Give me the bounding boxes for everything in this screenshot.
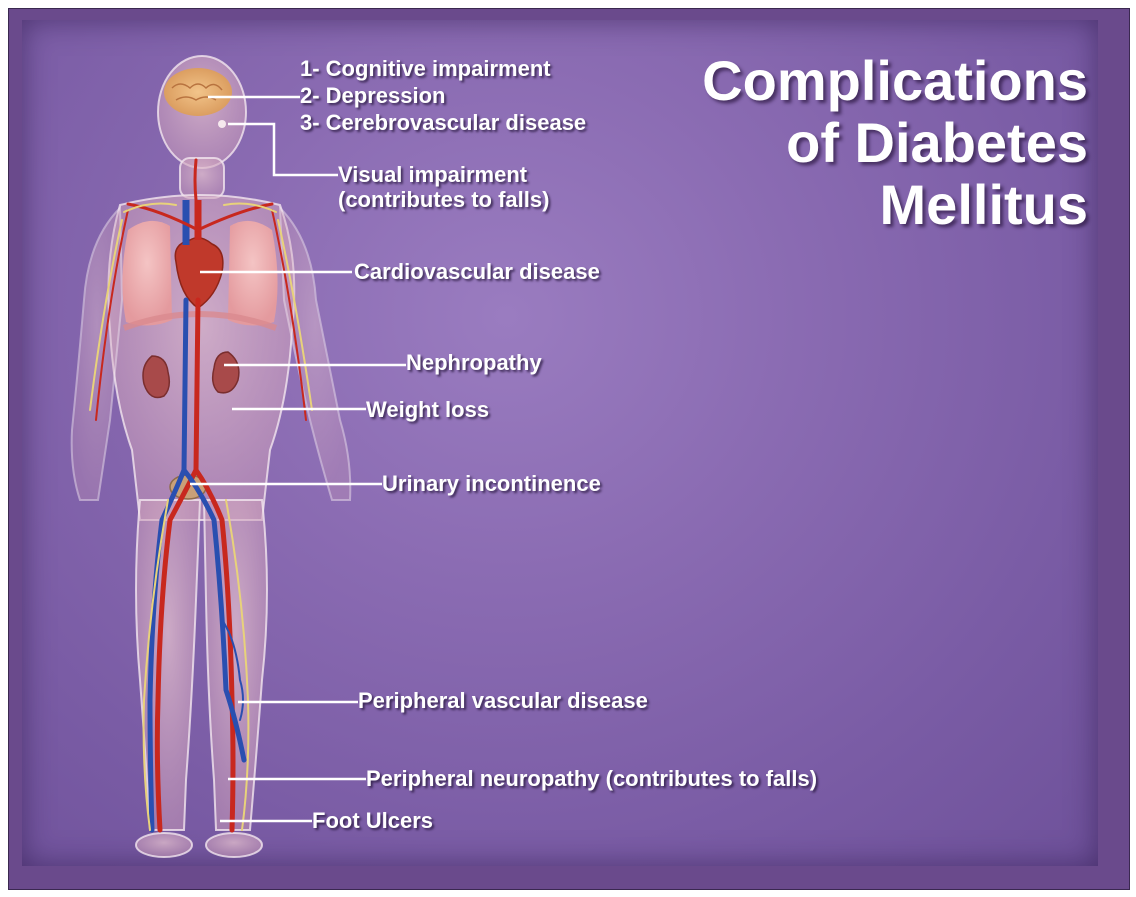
label-cerebrovascular-disease: 3- Cerebrovascular disease: [300, 110, 586, 136]
title-line-3: Mellitus: [702, 174, 1088, 236]
label-weight-loss: Weight loss: [366, 397, 489, 423]
title-line-1: Complications: [702, 50, 1088, 112]
label-foot-ulcers: Foot Ulcers: [312, 808, 433, 834]
label-nephropathy: Nephropathy: [406, 350, 542, 376]
page-title: Complications of Diabetes Mellitus: [702, 50, 1088, 236]
label-urinary-incontinence: Urinary incontinence: [382, 471, 601, 497]
label-visual-impairment: Visual impairment: [338, 162, 527, 188]
eye: [218, 120, 226, 128]
left-lung: [122, 221, 172, 326]
label-visual-impairment-note: (contributes to falls): [338, 187, 549, 213]
title-line-2: of Diabetes: [702, 112, 1088, 174]
label-cardiovascular-disease: Cardiovascular disease: [354, 259, 600, 285]
label-peripheral-neuropathy: Peripheral neuropathy (contributes to fa…: [366, 766, 817, 792]
right-kidney: [213, 352, 239, 393]
label-depression: 2- Depression: [300, 83, 446, 109]
left-kidney: [143, 356, 169, 398]
label-cognitive-impairment: 1- Cognitive impairment: [300, 56, 551, 82]
label-peripheral-vascular-disease: Peripheral vascular disease: [358, 688, 648, 714]
brain: [164, 68, 232, 116]
